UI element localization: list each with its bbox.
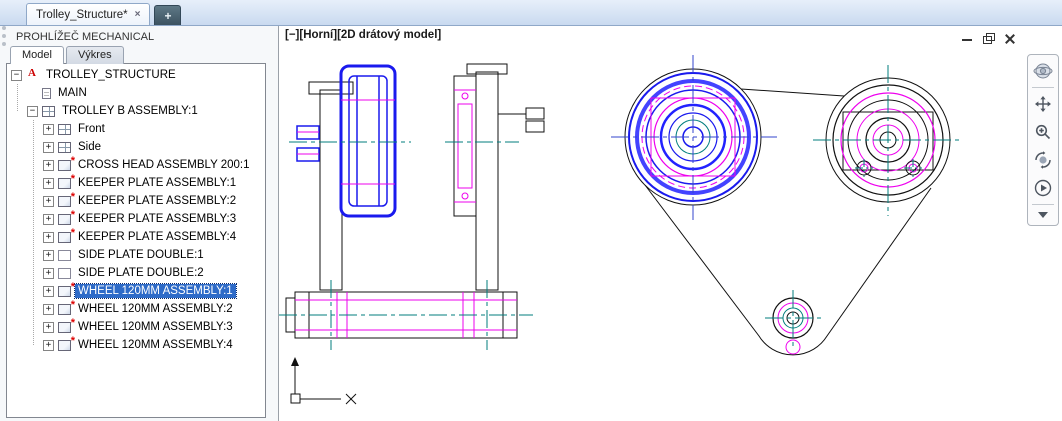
tree-guide-line bbox=[33, 120, 34, 345]
tree-item-label: WHEEL 120MM ASSEMBLY:3 bbox=[78, 321, 233, 333]
tree-item[interactable]: + WHEEL 120MM ASSEMBLY:2 bbox=[7, 299, 265, 318]
sheet-icon bbox=[42, 87, 51, 99]
navigation-bar bbox=[1027, 54, 1059, 226]
tree-item-label: CROSS HEAD ASSEMBLY 200:1 bbox=[78, 159, 250, 171]
tree-item-label: KEEPER PLATE ASSEMBLY:1 bbox=[78, 177, 237, 189]
navbar-divider bbox=[1032, 204, 1054, 205]
asm-icon bbox=[58, 317, 75, 333]
expand-toggle-icon[interactable]: + bbox=[43, 267, 54, 279]
minimize-icon[interactable] bbox=[961, 33, 974, 45]
viewport: [−][Horní][2D drátový model] bbox=[279, 26, 1062, 421]
tree-item-label: SIDE PLATE DOUBLE:2 bbox=[78, 267, 204, 279]
grid-icon bbox=[58, 141, 71, 153]
file-tab-trolley-structure[interactable]: Trolley_Structure* × bbox=[26, 3, 151, 25]
pan-icon[interactable] bbox=[1030, 91, 1056, 117]
navbar-divider bbox=[1032, 87, 1054, 88]
expand-toggle-icon[interactable]: + bbox=[43, 141, 54, 153]
tree-item-label: Front bbox=[78, 123, 105, 135]
close-icon[interactable] bbox=[1003, 33, 1016, 45]
tree-item[interactable]: + KEEPER PLATE ASSEMBLY:2 bbox=[7, 191, 265, 210]
root-icon bbox=[26, 67, 39, 81]
tree-item-label: WHEEL 120MM ASSEMBLY:2 bbox=[78, 303, 233, 315]
tree-item-label: WHEEL 120MM ASSEMBLY:4 bbox=[78, 339, 233, 351]
tree-item[interactable]: + KEEPER PLATE ASSEMBLY:1 bbox=[7, 173, 265, 192]
plate-icon bbox=[58, 249, 71, 261]
expand-toggle-icon[interactable]: + bbox=[43, 231, 54, 243]
tree-item-label: WHEEL 120MM ASSEMBLY:1 bbox=[74, 283, 237, 299]
plate-icon bbox=[58, 267, 71, 279]
tree-item[interactable]: + SIDE PLATE DOUBLE:2 bbox=[7, 264, 265, 282]
panel-tabs: Model Výkres bbox=[10, 46, 278, 64]
tree-item-label: KEEPER PLATE ASSEMBLY:3 bbox=[78, 213, 237, 225]
viewport-minus-control[interactable]: [−] bbox=[285, 29, 300, 41]
file-tab-label: Trolley_Structure* bbox=[36, 8, 128, 21]
expand-toggle-icon[interactable]: + bbox=[43, 303, 54, 315]
navbar-menu-icon[interactable] bbox=[1030, 208, 1056, 222]
viewport-window-buttons bbox=[961, 33, 1016, 45]
tree-item[interactable]: + WHEEL 120MM ASSEMBLY:3 bbox=[7, 317, 265, 336]
tree-item[interactable]: − TROLLEY B ASSEMBLY:1 bbox=[7, 102, 265, 120]
drawing-canvas[interactable] bbox=[279, 26, 1061, 421]
asm-icon bbox=[58, 173, 75, 189]
tree-item-label: SIDE PLATE DOUBLE:1 bbox=[78, 249, 204, 261]
expand-toggle-icon[interactable]: + bbox=[43, 321, 54, 333]
asm-icon bbox=[58, 299, 75, 315]
asm-icon bbox=[58, 209, 75, 225]
tree-item-label: TROLLEY_STRUCTURE bbox=[46, 69, 176, 81]
asm-icon bbox=[58, 281, 75, 297]
expand-toggle-icon[interactable]: + bbox=[43, 159, 54, 171]
tree-item[interactable]: + WHEEL 120MM ASSEMBLY:1 bbox=[7, 281, 265, 300]
table-icon bbox=[42, 105, 55, 117]
restore-icon[interactable] bbox=[982, 33, 995, 45]
tree-item[interactable]: − TROLLEY_STRUCTURE bbox=[7, 66, 265, 84]
viewport-visual-style-control[interactable]: [2D drátový model] bbox=[337, 29, 442, 41]
tree-item[interactable]: + Side bbox=[7, 138, 265, 156]
asm-icon bbox=[58, 155, 75, 171]
tree-item-label: KEEPER PLATE ASSEMBLY:2 bbox=[78, 195, 237, 207]
new-tab-button[interactable]: + bbox=[154, 5, 182, 25]
zoom-icon[interactable] bbox=[1030, 119, 1056, 145]
file-tab-close-icon[interactable]: × bbox=[134, 8, 141, 20]
tree-item[interactable]: + KEEPER PLATE ASSEMBLY:3 bbox=[7, 209, 265, 228]
tree-item[interactable]: + Front bbox=[7, 120, 265, 138]
expand-toggle-icon[interactable]: + bbox=[43, 123, 54, 135]
file-tab-bar: Trolley_Structure* × + bbox=[0, 0, 1062, 26]
tree-item-label: MAIN bbox=[58, 87, 87, 99]
tab-model[interactable]: Model bbox=[10, 46, 64, 64]
tree-item[interactable]: + WHEEL 120MM ASSEMBLY:4 bbox=[7, 335, 265, 354]
expand-toggle-icon[interactable]: + bbox=[43, 285, 54, 297]
tab-vykres[interactable]: Výkres bbox=[65, 46, 124, 64]
grid-icon bbox=[58, 123, 71, 135]
tree-item[interactable]: MAIN bbox=[7, 84, 265, 102]
panel-title: PROHLÍŽEČ MECHANICAL bbox=[2, 26, 278, 46]
asm-icon bbox=[58, 191, 75, 207]
orbit-icon[interactable] bbox=[1030, 147, 1056, 173]
tree-item[interactable]: + SIDE PLATE DOUBLE:1 bbox=[7, 246, 265, 264]
viewport-controls: [−][Horní][2D drátový model] bbox=[285, 29, 441, 41]
viewport-view-control[interactable]: [Horní] bbox=[299, 29, 338, 41]
tree-item-label: TROLLEY B ASSEMBLY:1 bbox=[62, 105, 198, 117]
collapse-toggle-icon[interactable]: − bbox=[27, 105, 38, 117]
tree-item-label: Side bbox=[78, 141, 102, 153]
expand-toggle-icon[interactable]: + bbox=[43, 339, 54, 351]
expand-toggle-icon[interactable]: + bbox=[43, 249, 54, 261]
expand-toggle-icon[interactable]: + bbox=[43, 195, 54, 207]
tree-guide-line bbox=[17, 84, 18, 111]
ucs-icon bbox=[290, 357, 357, 405]
expand-toggle-icon[interactable]: + bbox=[43, 213, 54, 225]
model-tree: − TROLLEY_STRUCTURE MAIN − TROLLEY B ASSEMBL… bbox=[6, 63, 266, 418]
asm-icon bbox=[58, 335, 75, 351]
tree-item[interactable]: + CROSS HEAD ASSEMBLY 200:1 bbox=[7, 155, 265, 174]
mechanical-browser-panel: PROHLÍŽEČ MECHANICAL Model Výkres − TROLL… bbox=[0, 26, 279, 421]
showmotion-icon[interactable] bbox=[1030, 175, 1056, 201]
asm-icon bbox=[58, 227, 75, 243]
tree-item-label: KEEPER PLATE ASSEMBLY:4 bbox=[78, 231, 237, 243]
collapse-toggle-icon[interactable]: − bbox=[11, 69, 22, 81]
full-navigation-wheel-icon[interactable] bbox=[1030, 58, 1056, 84]
expand-toggle-icon[interactable]: + bbox=[43, 177, 54, 189]
tree-item[interactable]: + KEEPER PLATE ASSEMBLY:4 bbox=[7, 227, 265, 246]
